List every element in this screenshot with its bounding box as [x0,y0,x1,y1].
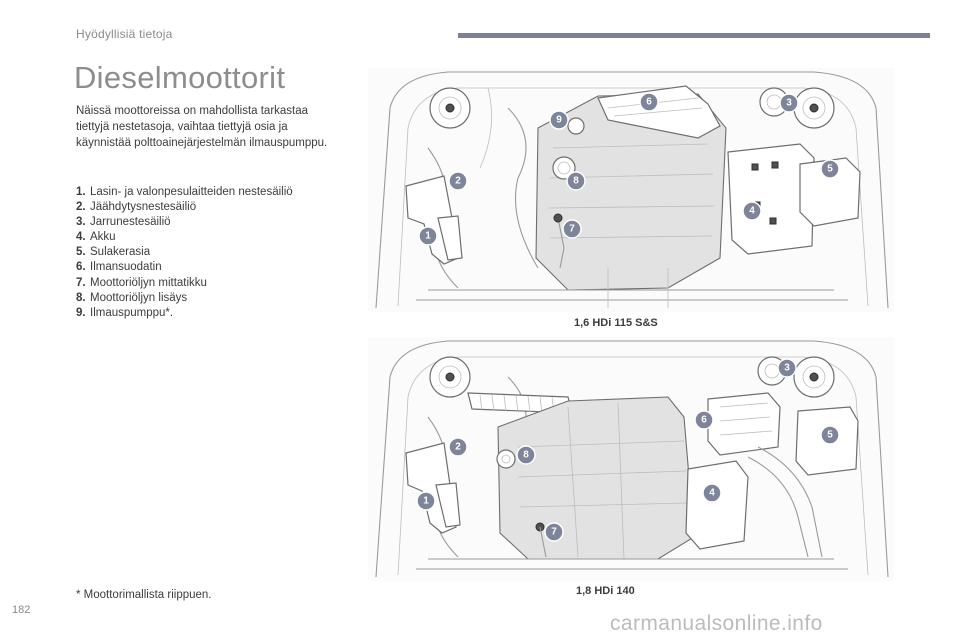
callout-3: 3 [777,358,797,378]
part-label: Moottoriöljyn lisäys [90,291,188,304]
callout-label: 6 [646,97,652,108]
header-accent-bar [458,33,930,38]
parts-list-item: 2. Jäähdytysnestesäiliö [76,200,346,215]
diagram-caption-bottom: 1,8 HDi 140 [576,585,635,597]
callout-1: 1 [418,226,438,246]
part-label: Sulakerasia [90,246,151,259]
part-label: Moottoriöljyn mittatikku [90,276,207,289]
part-label: Jarrunestesäiliö [90,216,171,229]
part-number: 1. [76,186,86,198]
callout-label: 6 [701,415,707,426]
callout-label: 8 [573,176,579,187]
part-label: Akku [90,231,116,244]
callout-label: 9 [556,115,562,126]
callout-7: 7 [562,219,582,239]
callout-label: 2 [455,442,461,453]
parts-list-item: 3. Jarrunestesäiliö [76,215,346,230]
callout-6: 6 [639,92,659,112]
callout-label: 2 [455,176,461,187]
parts-list-item: 1. Lasin- ja valonpesulaitteiden nestesäi… [76,185,346,200]
part-label: Ilmansuodatin [90,261,162,274]
callout-1: 1 [416,491,436,511]
part-number: 9. [76,306,86,319]
part-label: Jäähdytysnestesäiliö [90,201,197,214]
callout-label: 1 [425,231,431,242]
callout-label: 5 [827,164,833,175]
callout-5: 5 [820,425,840,445]
engine-illustration: 1 2 3 4 5 6 7 8 [375,340,889,578]
intro-paragraph: Näissä moottoreissa on mahdollista tarka… [76,105,328,149]
callout-4: 4 [702,483,722,503]
part-label: Ilmauspumppu*. [90,306,174,319]
callout-2: 2 [448,171,468,191]
watermark: carmanualsonline.info [610,612,823,635]
page-number: 182 [12,604,31,616]
callout-7: 7 [544,522,564,542]
callout-6: 6 [694,410,714,430]
callout-label: 3 [784,363,790,374]
callout-label: 4 [709,488,715,499]
parts-list-item: 4. Akku [76,230,346,245]
engine-diagram-1-6-hdi: 1 2 3 4 5 6 7 8 9 [368,68,894,312]
callout-label: 3 [786,98,792,109]
part-number: 7. [76,276,86,289]
engine-diagram-1-8-hdi: 1 2 3 4 5 6 7 8 [368,337,894,581]
parts-list-item: 6. Ilmansuodatin [76,260,346,275]
diagram-caption-top: 1,6 HDi 115 S&S [574,317,658,329]
part-number: 8. [76,291,86,304]
parts-list-item: 8. Moottoriöljyn lisäys [76,291,346,306]
parts-list-item: 5. Sulakerasia [76,245,346,260]
callout-label: 7 [551,527,557,538]
page-title: Dieselmoottorit [74,60,286,95]
part-number: 2. [76,201,86,214]
callout-3: 3 [779,93,799,113]
parts-list: 1. Lasin- ja valonpesulaitteiden nestesäi… [76,185,346,321]
callout-9: 9 [549,110,569,130]
callout-label: 8 [523,450,529,461]
callout-5: 5 [820,159,840,179]
callout-2: 2 [448,437,468,457]
callout-4: 4 [742,201,762,221]
engine-illustration: 1 2 3 4 5 6 7 8 9 [375,71,889,309]
part-number: 5. [76,246,86,259]
callout-label: 7 [569,224,575,235]
part-label: Lasin- ja valonpesulaitteiden nestesäili… [90,186,293,198]
part-number: 4. [76,231,86,244]
part-number: 3. [76,216,86,229]
parts-list-item: 7. Moottoriöljyn mittatikku [76,276,346,291]
callout-8: 8 [566,171,586,191]
callout-label: 1 [423,496,429,507]
callout-label: 4 [749,206,755,217]
footnote: * Moottorimallista riippuen. [76,589,212,601]
part-number: 6. [76,261,86,274]
parts-list-item: 9. Ilmauspumppu*. [76,306,346,321]
callout-label: 5 [827,430,833,441]
callout-8: 8 [516,445,536,465]
section-title: Hyödyllisiä tietoja [76,27,173,41]
